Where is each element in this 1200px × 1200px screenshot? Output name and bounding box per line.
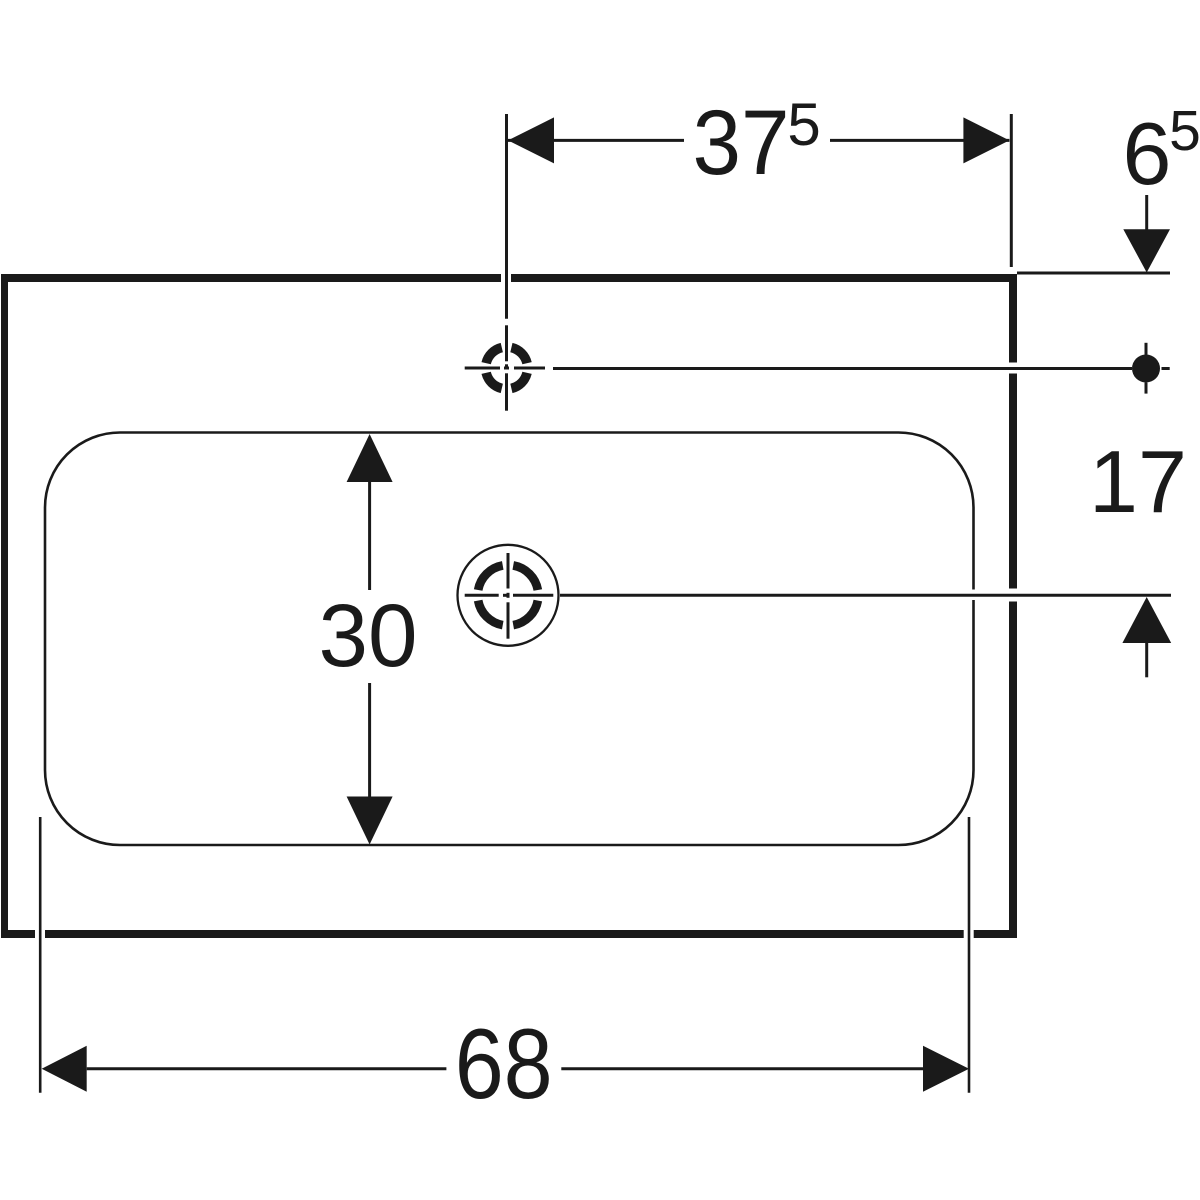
svg-text:37: 37 — [693, 92, 790, 194]
svg-text:6: 6 — [1123, 104, 1172, 203]
svg-text:30: 30 — [319, 585, 418, 685]
svg-text:5: 5 — [787, 91, 820, 158]
svg-text:17: 17 — [1089, 432, 1187, 531]
svg-text:5: 5 — [1169, 99, 1200, 163]
svg-text:68: 68 — [455, 1008, 553, 1119]
